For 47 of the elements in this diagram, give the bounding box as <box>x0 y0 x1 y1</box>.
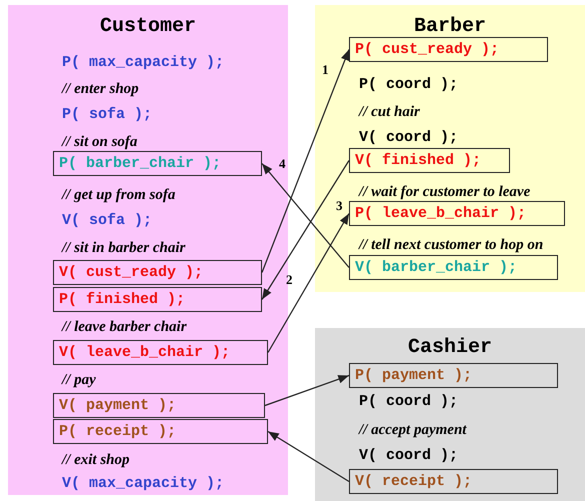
arrow <box>268 430 350 482</box>
edge-label: 2 <box>286 272 292 288</box>
arrow <box>264 374 350 406</box>
code-comment: // leave barber chair <box>62 318 187 337</box>
panel-title: Customer <box>98 17 197 37</box>
code-comment: // accept payment <box>359 421 466 440</box>
code-box: P( finished ); <box>53 287 262 312</box>
panel-background <box>315 5 585 292</box>
arrow <box>261 49 350 273</box>
code-line: P( sofa ); <box>62 105 152 125</box>
code-box: V( cust_ready ); <box>53 260 262 285</box>
code-comment: // cut hair <box>359 103 420 122</box>
code-box: V( finished ); <box>349 148 510 173</box>
arrow <box>267 213 350 353</box>
code-box: P( barber_chair ); <box>53 151 262 176</box>
arrow <box>262 163 350 268</box>
code-box: P( receipt ); <box>53 419 268 444</box>
code-comment: // enter shop <box>62 80 139 99</box>
code-line: V( max_capacity ); <box>62 474 224 494</box>
code-comment: // tell next customer to hop on <box>359 236 544 255</box>
code-line: P( max_capacity ); <box>62 53 224 73</box>
code-comment: // exit shop <box>62 451 130 470</box>
code-box: P( cust_ready ); <box>349 37 548 62</box>
panel-title: Barber <box>412 17 487 37</box>
code-comment: // sit on sofa <box>62 133 138 152</box>
code-line: P( coord ); <box>359 392 458 412</box>
panel-title: Cashier <box>406 338 493 358</box>
code-box: P( leave_b_chair ); <box>349 201 565 226</box>
code-comment: // wait for customer to leave <box>359 183 530 202</box>
edge-label: 1 <box>322 62 328 78</box>
panel-background <box>8 5 288 495</box>
code-box: P( payment ); <box>349 363 558 388</box>
code-comment: // pay <box>62 371 96 390</box>
code-line: P( coord ); <box>359 75 458 95</box>
edge-label: 4 <box>279 156 286 172</box>
code-line: V( coord ); <box>359 128 458 148</box>
code-box: V( payment ); <box>53 393 265 418</box>
code-line: V( sofa ); <box>62 211 152 231</box>
edge-label: 3 <box>336 198 342 214</box>
code-line: V( coord ); <box>359 446 458 466</box>
arrow <box>262 160 350 300</box>
code-comment: // sit in barber chair <box>62 239 186 258</box>
code-box: V( leave_b_chair ); <box>53 340 268 365</box>
panel-background <box>315 328 585 501</box>
code-box: V( receipt ); <box>349 469 558 494</box>
code-box: V( barber_chair ); <box>349 255 558 280</box>
code-comment: // get up from sofa <box>62 186 176 205</box>
